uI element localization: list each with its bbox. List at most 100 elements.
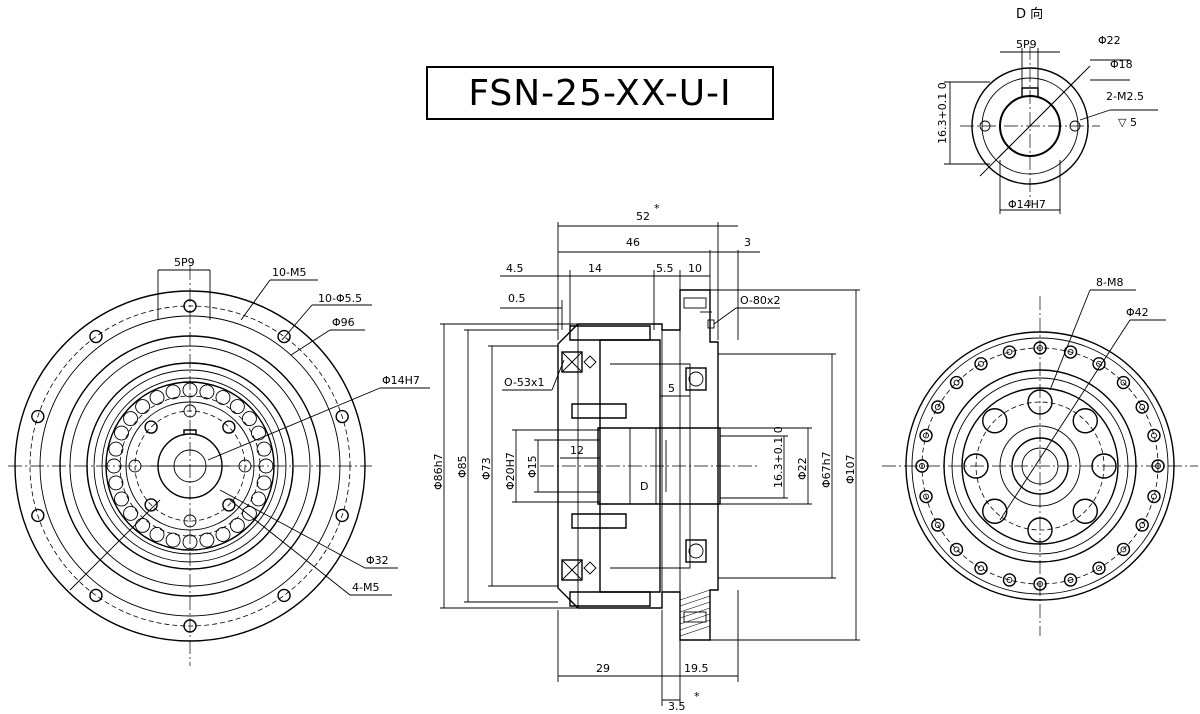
output-flange-bolt xyxy=(974,561,988,575)
bearing-ball xyxy=(215,527,231,542)
bearing-ball xyxy=(135,517,151,533)
output-flange-bolt xyxy=(1147,428,1161,443)
bearing-ball xyxy=(135,399,151,415)
section-hatch-line xyxy=(679,619,711,631)
output-mount-hole xyxy=(963,453,989,479)
bearing-ball xyxy=(182,382,198,398)
flange-hole xyxy=(335,409,349,424)
output-mount-hole xyxy=(1027,389,1053,415)
bearing-ball xyxy=(215,390,231,405)
output-flange-bolt xyxy=(919,489,933,504)
dim-input-length: 29 xyxy=(596,662,610,675)
output-mount-hole xyxy=(982,498,1008,524)
output-flange-bolt-core xyxy=(1120,379,1127,386)
dim-dia-67h7: Φ67h7 xyxy=(820,451,833,488)
left-through-holes-label: 10-Φ5.5 xyxy=(318,292,362,305)
view-d-marker: D xyxy=(640,480,648,493)
dim-gap: 3.5 xyxy=(668,700,686,713)
bearing-ball xyxy=(258,458,274,474)
bearing-ball xyxy=(251,491,266,507)
output-flange-bolt-core xyxy=(923,432,929,439)
section-hatch-line xyxy=(679,607,711,619)
d-thread-depth-label: ▽ 5 xyxy=(1118,116,1137,129)
flange-hole xyxy=(183,619,197,633)
output-flange-bolt-core xyxy=(1067,577,1074,583)
left-inner-dia-label: Φ32 xyxy=(366,554,389,567)
output-flange-bolt-core xyxy=(1139,522,1146,528)
bearing-ball xyxy=(123,411,139,427)
dim-body-length: 46 xyxy=(626,236,640,249)
output-flange-bolt-core xyxy=(1155,463,1161,469)
bearing-ball xyxy=(108,475,124,491)
output-flange-bolt-core xyxy=(919,463,925,469)
output-flange-bolt-core xyxy=(1096,565,1102,572)
bearing-ball xyxy=(251,425,266,441)
right-view-annotations: 8-M8 Φ42 xyxy=(999,276,1166,521)
dim-recess-depth: 4.5 xyxy=(506,262,524,275)
output-flange-bolt xyxy=(1092,357,1106,371)
output-flange-bolt-core xyxy=(934,522,941,528)
flange-hole xyxy=(277,588,291,603)
section-hatch-line xyxy=(679,601,711,613)
dim-dia-20h7: Φ20H7 xyxy=(504,452,517,490)
bearing-ball xyxy=(108,441,124,457)
output-flange-bolt-core xyxy=(953,379,960,386)
output-flange-bolt xyxy=(931,518,945,532)
output-flange-bolt-core xyxy=(1006,577,1013,583)
d-view-annotations: 5P9 Φ22 Φ18 2-M2.5 ▽ 5 16.3+0.1 0 Φ14H7 xyxy=(936,34,1158,214)
left-bore-label: Φ14H7 xyxy=(382,374,420,387)
bearing-ball xyxy=(149,527,165,542)
inner-hole xyxy=(183,514,197,528)
bearing-ball xyxy=(241,411,257,427)
output-flange-bolt xyxy=(1092,561,1106,575)
left-view-annotations: 5P9 10-M5 10-Φ5.5 Φ96 Φ14H7 Φ32 4-M5 xyxy=(69,256,430,596)
dim-output-length: 19.5 xyxy=(684,662,709,675)
inner-hole xyxy=(222,420,236,434)
inner-hole xyxy=(183,404,197,418)
output-flange-bolt xyxy=(1063,345,1078,359)
d-dia-18-label: Φ18 xyxy=(1110,58,1133,71)
output-mount-hole xyxy=(1072,408,1098,434)
inner-hole xyxy=(128,459,142,473)
bearing-ball xyxy=(256,475,272,491)
output-flange-bolt xyxy=(1147,489,1161,504)
output-flange-bolt xyxy=(919,428,933,443)
output-flange-bolt-core xyxy=(1120,546,1127,553)
bearing-ball xyxy=(165,384,181,400)
section-view xyxy=(540,289,760,641)
dim-dia-73: Φ73 xyxy=(480,457,493,480)
right-output-view xyxy=(882,296,1198,636)
output-mount-hole xyxy=(1072,498,1098,524)
output-flange-bolt xyxy=(949,375,964,390)
output-flange-bolt xyxy=(1002,345,1017,359)
bearing-ball xyxy=(182,534,198,550)
section-hatch-line xyxy=(679,595,711,607)
output-flange-bolt xyxy=(1116,375,1131,390)
oring-large-note: O-80x2 xyxy=(740,294,780,307)
inner-hole xyxy=(238,459,252,473)
bearing-ball xyxy=(165,532,181,548)
output-flange-bolt xyxy=(1135,518,1149,532)
output-flange-bolt xyxy=(949,542,964,557)
left-thread-holes-label: 10-M5 xyxy=(272,266,306,279)
dim-bore-depth: 12 xyxy=(570,444,584,457)
bearing-ball xyxy=(149,390,165,405)
output-flange-bolt xyxy=(974,357,988,371)
section-hatch-line xyxy=(679,613,711,625)
dim-keyway-height: 16.3+0.1 0 xyxy=(772,426,785,488)
bearing-ball xyxy=(256,441,272,457)
output-flange-bolt xyxy=(1063,573,1078,587)
output-flange-bolt xyxy=(1033,577,1047,591)
bearing-ball xyxy=(229,399,245,415)
left-inner-threads-label: 4-M5 xyxy=(352,581,379,594)
dim-gap-star: * xyxy=(694,690,700,703)
dim-overall-length: 52 xyxy=(636,210,650,223)
inner-hole xyxy=(222,498,236,512)
bearing-ball xyxy=(229,517,245,533)
flange-hole xyxy=(277,329,291,344)
dim-shoulder: 5 xyxy=(668,382,675,395)
flange-hole xyxy=(89,588,103,603)
output-flange-bolt-core xyxy=(978,360,984,367)
